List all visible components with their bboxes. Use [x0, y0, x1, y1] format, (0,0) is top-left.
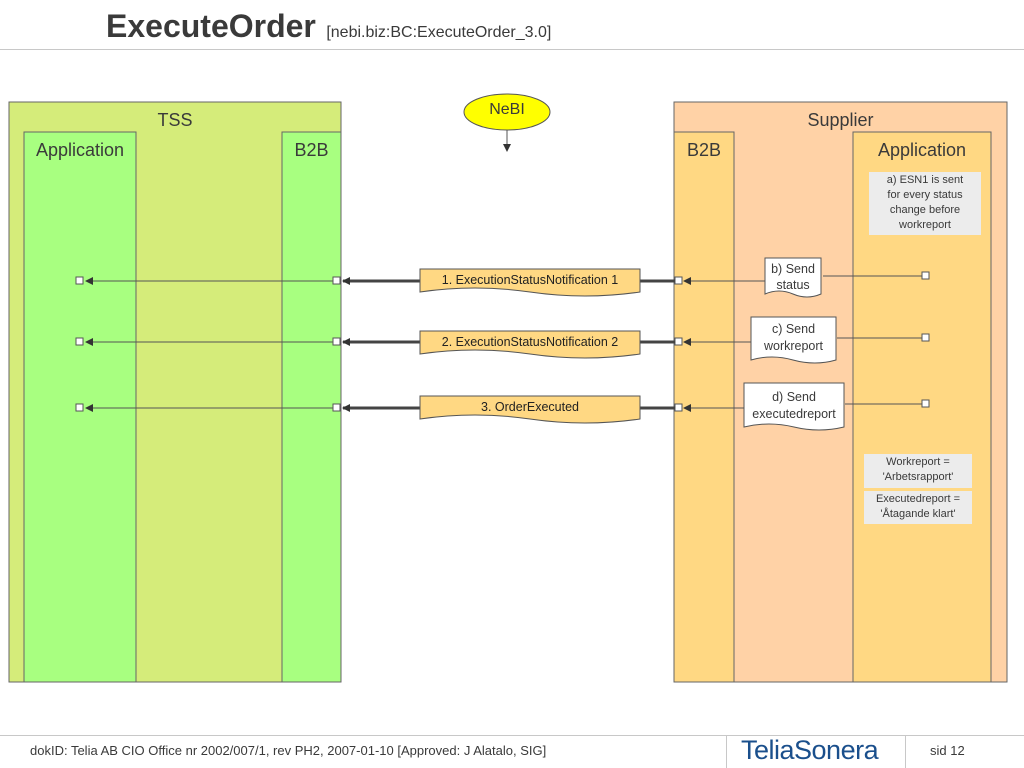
note-workreport-line1: Workreport = [886, 456, 950, 468]
row2-tss-app-port [75, 337, 84, 346]
document-send-workreport-line2: workreport [763, 339, 824, 353]
row3-document-shape [743, 382, 845, 431]
message-2-label: 2. ExecutionStatusNotification 2 [441, 335, 619, 349]
document-send-executedreport: d) Send executedreport [744, 389, 844, 423]
document-send-executedreport-line2: executedreport [752, 407, 836, 421]
note-executedreport-line1: Executedreport = [875, 493, 961, 505]
note-esn1: a) ESN1 is sent for every status change … [869, 172, 981, 235]
note-workreport: Workreport = 'Arbetsrapport' [864, 454, 972, 488]
title-main: ExecuteOrder [106, 8, 316, 44]
row1-tss-app-port [75, 276, 84, 285]
tss-b2b-lane [281, 131, 342, 683]
footer-page-number: sid 12 [930, 743, 965, 758]
tss-b2b-label: B2B [294, 140, 329, 160]
footer-separator-right [905, 736, 906, 768]
document-send-status-line2: status [776, 278, 810, 292]
title-identifier: [nebi.biz:BC:ExecuteOrder_3.0] [326, 24, 552, 41]
note-esn1-line2: for every status [887, 189, 963, 201]
document-send-workreport-line1: c) Send [771, 322, 816, 336]
document-send-status-line1: b) Send [771, 262, 815, 276]
message-1-label: 1. ExecutionStatusNotification 1 [441, 273, 619, 287]
supplier-b2b-lane [673, 131, 735, 683]
row2-app-port [921, 333, 930, 342]
flow-row-1 [75, 257, 930, 298]
footer-document-id: dokID: Telia AB CIO Office nr 2002/007/1… [30, 743, 547, 758]
row1-document-shape [764, 257, 822, 298]
row3-tss-app-port [75, 403, 84, 412]
flow-row-3 [75, 382, 930, 431]
flow-row-2 [75, 316, 930, 364]
document-send-executedreport-line1: d) Send [772, 390, 816, 404]
teliasonera-logo: TeliaSonera [741, 735, 879, 765]
row2-message-box [419, 330, 641, 359]
row1-message-box [419, 268, 641, 297]
document-send-status: b) Send status [765, 261, 821, 293]
row3-tss-b2b-port [332, 403, 341, 412]
title-divider [0, 49, 1024, 50]
supplier-application-label: Application [877, 140, 967, 160]
page-title: ExecuteOrder [nebi.biz:BC:ExecuteOrder_3… [106, 8, 551, 45]
note-esn1-line1: a) ESN1 is sent [886, 174, 964, 186]
document-send-workreport: c) Send workreport [751, 321, 836, 355]
row1-supplier-b2b-port [674, 276, 683, 285]
note-executedreport: Executedreport = 'Åtagande klart' [864, 491, 972, 524]
row3-supplier-b2b-port [674, 403, 683, 412]
note-executedreport-line2: 'Åtagande klart' [880, 508, 956, 520]
note-workreport-line2: 'Arbetsrapport' [882, 471, 954, 483]
supplier-pool-label: Supplier [807, 110, 874, 130]
row1-tss-b2b-port [332, 276, 341, 285]
row3-app-port [921, 399, 930, 408]
row2-document-shape [750, 316, 837, 364]
tss-application-label: Application [35, 140, 125, 160]
footer-separator-left [726, 736, 727, 768]
row1-app-port [921, 271, 930, 280]
note-esn1-line3: change before [889, 204, 961, 216]
tss-pool-label: TSS [157, 110, 193, 130]
row2-supplier-b2b-port [674, 337, 683, 346]
nebi-label: NeBI [489, 101, 525, 118]
footer-divider [0, 735, 1024, 736]
note-esn1-line4: workreport [899, 219, 951, 231]
message-3-label: 3. OrderExecuted [481, 400, 579, 414]
row3-message-box [419, 395, 641, 424]
supplier-b2b-label: B2B [686, 140, 722, 160]
row2-tss-b2b-port [332, 337, 341, 346]
